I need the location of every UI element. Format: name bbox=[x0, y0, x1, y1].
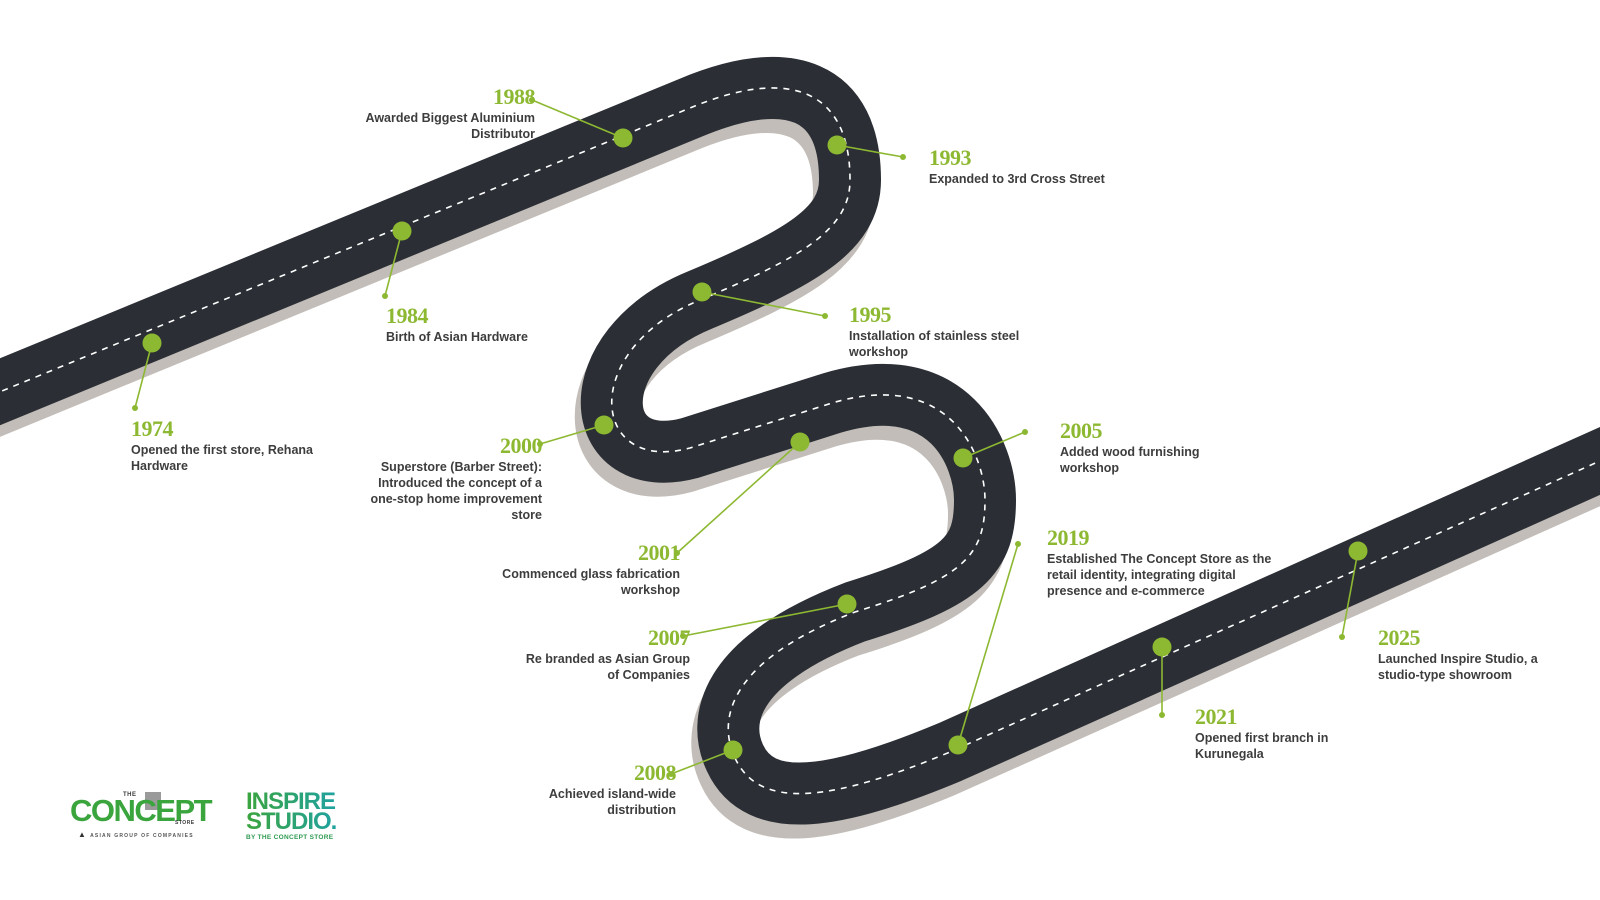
milestone-2001: 2001 Commenced glass fabrication worksho… bbox=[440, 541, 680, 598]
milestone-1995: 1995 Installation of stainless steel wor… bbox=[849, 303, 1089, 360]
connector-2008 bbox=[670, 749, 734, 775]
milestone-description: Opened first branch in Kurunegala bbox=[1195, 731, 1329, 761]
marker-2021 bbox=[1152, 637, 1172, 657]
connector-end-1984 bbox=[382, 293, 388, 299]
connector-end-2008 bbox=[668, 771, 674, 777]
milestone-description: Re branded as Asian Group of Companies bbox=[525, 652, 690, 682]
milestone-year: 1988 bbox=[493, 84, 536, 109]
milestone-2008: 2008 Achieved island-wide distribution bbox=[436, 760, 677, 818]
marker-2007 bbox=[837, 594, 857, 614]
milestone-description: Launched Inspire Studio, a studio-type s… bbox=[1378, 652, 1538, 682]
concept-store-logo: THE CONCEPT STORE ▲ASIAN GROUP OF COMPAN… bbox=[70, 792, 213, 844]
milestone-description: Expanded to 3rd Cross Street bbox=[929, 172, 1105, 186]
connector-2019 bbox=[957, 543, 1019, 746]
milestone-1984: 1984 Birth of Asian Hardware bbox=[386, 304, 626, 345]
connector-end-1988 bbox=[529, 97, 535, 103]
marker-1974 bbox=[142, 333, 162, 353]
logo-line1: INSPIRE bbox=[246, 790, 356, 814]
marker-1988 bbox=[613, 128, 633, 148]
marker-2025 bbox=[1348, 541, 1368, 561]
milestone-year: 1993 bbox=[929, 145, 972, 170]
connector-end-2005 bbox=[1022, 429, 1028, 435]
connector-1974 bbox=[134, 342, 153, 409]
connector-2000 bbox=[539, 424, 605, 445]
milestone-description: Established The Concept Store as the ret… bbox=[1047, 552, 1272, 598]
milestone-description: Birth of Asian Hardware bbox=[386, 330, 528, 344]
marker-1995 bbox=[692, 282, 712, 302]
milestone-1974: 1974 Opened the first store, Rehana Hard… bbox=[131, 417, 371, 474]
milestone-description: Opened the first store, Rehana Hardware bbox=[131, 443, 313, 473]
logo-tagline: ▲ASIAN GROUP OF COMPANIES bbox=[78, 830, 194, 839]
connector-end-2007 bbox=[680, 633, 686, 639]
connector-end-1974 bbox=[132, 405, 138, 411]
logo-tagline: BY THE CONCEPT STORE bbox=[246, 834, 334, 841]
milestone-2019: 2019 Established The Concept Store as th… bbox=[1047, 526, 1287, 599]
milestone-year: 2000 bbox=[500, 433, 543, 458]
marker-2019 bbox=[948, 735, 968, 755]
milestone-description: Added wood furnishing workshop bbox=[1060, 445, 1200, 475]
connector-end-2000 bbox=[537, 441, 543, 447]
milestone-year: 2008 bbox=[634, 760, 677, 785]
marker-2005 bbox=[953, 448, 973, 468]
milestone-description: Achieved island-wide distribution bbox=[548, 787, 676, 817]
milestone-year: 2019 bbox=[1047, 525, 1090, 550]
milestone-description: Installation of stainless steel workshop bbox=[849, 329, 1020, 359]
milestone-year: 1995 bbox=[849, 302, 892, 327]
milestone-description: Awarded Biggest Aluminium Distributor bbox=[365, 111, 535, 141]
connector-2001 bbox=[676, 441, 801, 554]
connector-end-1993 bbox=[900, 154, 906, 160]
logo-tagline-text: ASIAN GROUP OF COMPANIES bbox=[90, 833, 194, 839]
logo-line2: STUDIO. bbox=[246, 810, 356, 834]
connector-end-2021 bbox=[1159, 712, 1165, 718]
milestone-2025: 2025 Launched Inspire Studio, a studio-t… bbox=[1378, 626, 1593, 683]
milestone-1988: 1988 Awarded Biggest Aluminium Distribut… bbox=[295, 84, 536, 142]
building-icon bbox=[145, 792, 161, 810]
milestone-year: 1974 bbox=[131, 416, 174, 441]
connector-2005 bbox=[962, 431, 1026, 459]
milestone-year: 2005 bbox=[1060, 418, 1103, 443]
connector-end-1995 bbox=[822, 313, 828, 319]
logo-the: THE bbox=[123, 792, 137, 798]
connector-1995 bbox=[701, 291, 826, 317]
milestone-description: Commenced glass fabrication workshop bbox=[502, 567, 680, 597]
milestone-year: 2021 bbox=[1195, 704, 1238, 729]
asian-group-icon: ▲ bbox=[78, 830, 88, 839]
marker-1984 bbox=[392, 221, 412, 241]
inspire-studio-logo: INSPIRE STUDIO. BY THE CONCEPT STORE bbox=[246, 790, 356, 844]
milestone-2005: 2005 Added wood furnishing workshop bbox=[1060, 419, 1300, 476]
milestone-2021: 2021 Opened first branch in Kurunegala bbox=[1195, 705, 1435, 762]
marker-1993 bbox=[827, 135, 847, 155]
connector-1993 bbox=[836, 144, 904, 158]
milestone-1993: 1993 Expanded to 3rd Cross Street bbox=[929, 146, 1169, 187]
connector-2025 bbox=[1341, 550, 1359, 638]
marker-2000 bbox=[594, 415, 614, 435]
milestone-2007: 2007 Re branded as Asian Group of Compan… bbox=[450, 625, 691, 683]
milestone-markers bbox=[142, 128, 1368, 760]
milestone-year: 2001 bbox=[638, 540, 681, 565]
marker-2008 bbox=[723, 740, 743, 760]
milestone-2000: 2000 Superstore (Barber Street): Introdu… bbox=[302, 434, 542, 523]
milestone-connectors bbox=[132, 97, 1359, 777]
connector-1988 bbox=[531, 99, 624, 139]
connector-end-2025 bbox=[1339, 634, 1345, 640]
logo-store: STORE bbox=[175, 820, 195, 826]
milestone-description: Superstore (Barber Street): Introduced t… bbox=[370, 460, 542, 522]
milestone-year: 2025 bbox=[1378, 625, 1421, 650]
marker-2001 bbox=[790, 432, 810, 452]
connector-end-2001 bbox=[674, 550, 680, 556]
connector-end-2019 bbox=[1015, 541, 1021, 547]
milestone-year: 1984 bbox=[386, 303, 429, 328]
connector-1984 bbox=[384, 230, 403, 297]
milestone-year: 2007 bbox=[648, 625, 691, 650]
connector-2007 bbox=[682, 603, 848, 637]
logo-word: CONCEPT bbox=[70, 793, 213, 828]
